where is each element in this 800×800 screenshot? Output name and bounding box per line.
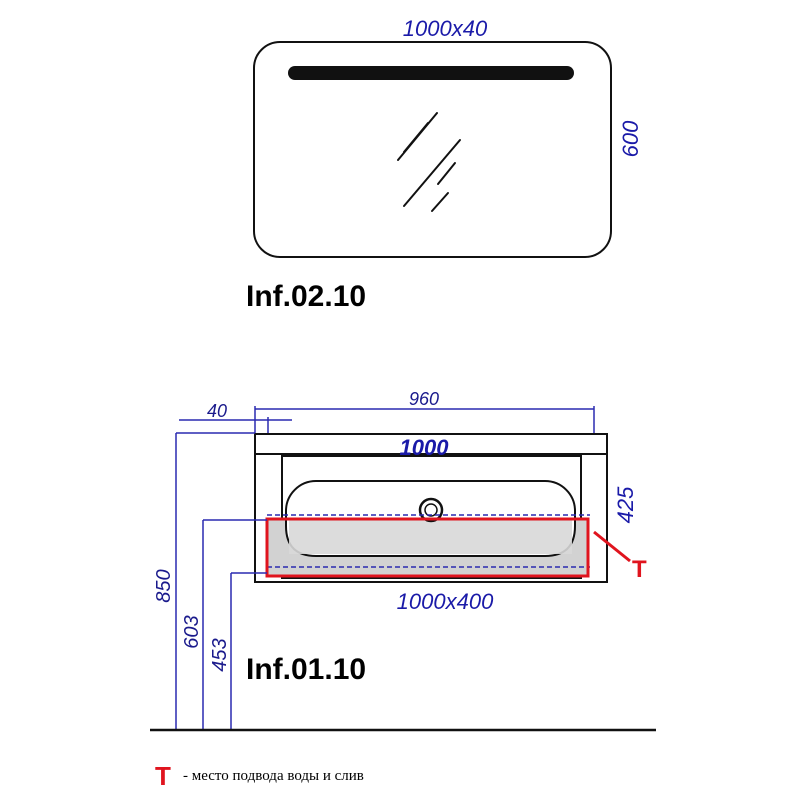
mirror-outline: [253, 41, 612, 258]
legend-text: - место подвода воды и слив: [183, 768, 364, 784]
water-connection-zone: [265, 517, 590, 578]
connection-zone-overlay: [289, 519, 572, 554]
dimension-40-label: 40: [207, 401, 227, 421]
mirror-led-strip: [288, 66, 574, 80]
cabinet-drawing: 40 960 T 1000 425 1000x400: [150, 389, 656, 732]
dimension-603-label: 603: [181, 615, 203, 648]
dimension-453-label: 453: [209, 638, 231, 671]
dimension-425-label: 425: [613, 486, 638, 523]
mirror-glare-icon: [397, 112, 461, 212]
t-mark: T: [632, 556, 647, 583]
mirror-model-label: Inf.02.10: [246, 280, 366, 313]
legend-mark: T: [155, 761, 171, 791]
legend: T - место подвода воды и слив: [155, 761, 364, 791]
dimension-960-label: 960: [409, 389, 439, 409]
drain-inner-icon: [424, 503, 438, 517]
mirror-drawing: 1000x40 600 Inf.02.10: [246, 16, 643, 313]
dimension-1000-label: 1000: [400, 435, 450, 460]
t-leader-line: [593, 530, 631, 563]
dimension-850-label: 850: [153, 569, 175, 602]
cabinet-model-label: Inf.01.10: [246, 653, 366, 686]
dashed-guides: [267, 514, 590, 568]
mirror-width-label: 1000x40: [403, 16, 488, 41]
cabinet-size-label: 1000x400: [397, 589, 494, 614]
mirror-height-label: 600: [618, 120, 643, 157]
vertical-dimensions: [175, 432, 267, 729]
